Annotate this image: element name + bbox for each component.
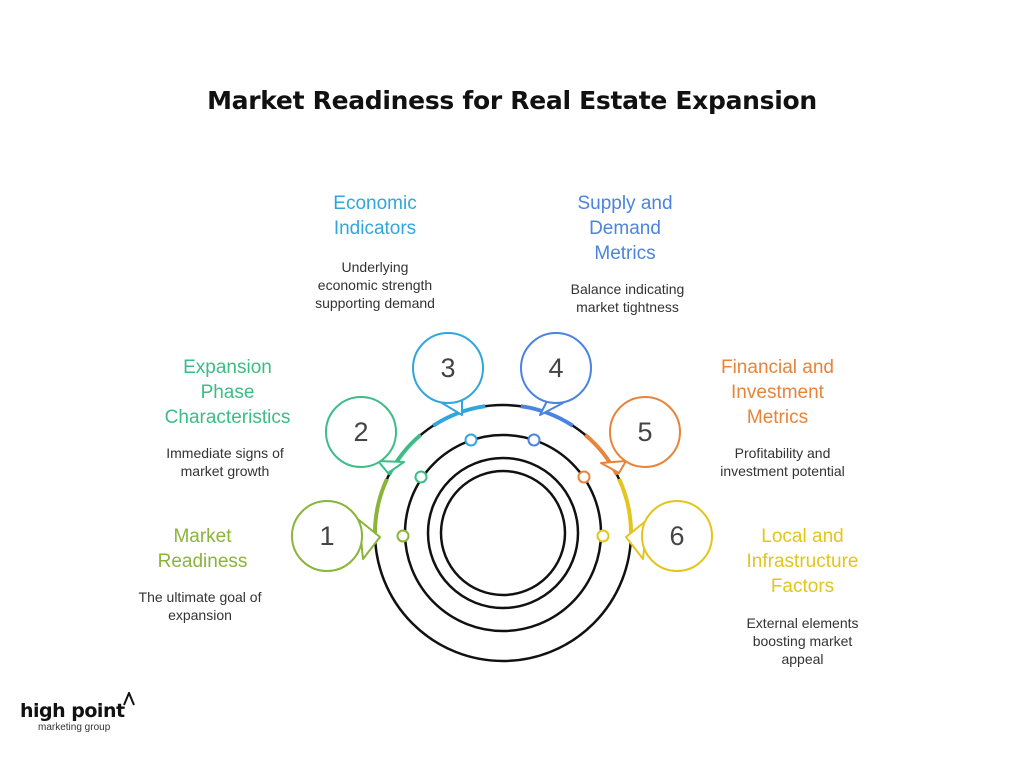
number-bubble-1: 1 — [291, 500, 381, 572]
colored-arc-segments — [373, 404, 633, 534]
item-heading-5: Financial and Investment Metrics — [720, 357, 835, 428]
item-heading-4: Supply and Demand Metrics — [577, 193, 673, 264]
logo-mark-icon — [123, 692, 135, 706]
item-description-5: Profitability and investment potential — [720, 445, 845, 479]
item-heading-2: Expansion Phase Characteristics — [164, 357, 291, 428]
ring-marker-6 — [596, 529, 610, 543]
number-bubble-6: 6 — [625, 500, 713, 572]
number-bubbles: 1 2 3 4 5 6 — [291, 332, 713, 572]
bubble-number: 1 — [319, 521, 334, 551]
item-description-3: Underlying economic strength supporting … — [315, 259, 435, 311]
middle-ring — [403, 433, 603, 633]
bubble-number: 2 — [353, 417, 368, 447]
arc-segment-5 — [584, 433, 619, 476]
number-bubble-5: 5 — [600, 396, 681, 474]
item-heading-6: Local and Infrastructure Factors — [746, 526, 859, 597]
ring-markers — [396, 433, 610, 543]
core-ring — [439, 469, 567, 597]
number-bubble-4: 4 — [520, 332, 592, 416]
ring-marker-4 — [527, 433, 541, 447]
inner-ring — [426, 456, 580, 610]
number-bubble-3: 3 — [412, 332, 484, 416]
logo-name: high point — [20, 700, 125, 722]
bubble-fill — [523, 335, 589, 401]
bubble-tail — [600, 460, 627, 474]
bubble-number: 6 — [669, 521, 684, 551]
item-heading-1: Market Readiness — [157, 526, 248, 572]
bubble-fill — [294, 503, 360, 569]
ring-marker-5 — [577, 470, 591, 484]
arc-segment-4 — [520, 404, 574, 428]
bubble-fill — [644, 503, 710, 569]
bubble-number: 4 — [548, 353, 563, 383]
ring-marker-2 — [414, 470, 428, 484]
arc-segment-6 — [617, 478, 633, 534]
bubble-fill — [612, 399, 678, 465]
ring-marker-3 — [464, 433, 478, 447]
item-heading-3: Economic Indicators — [333, 193, 417, 239]
item-description-4: Balance indicating market tightness — [570, 281, 685, 315]
number-bubble-2: 2 — [325, 396, 405, 474]
bubble-number: 3 — [440, 353, 455, 383]
item-description-1: The ultimate goal of expansion — [138, 589, 262, 623]
item-description-6: External elements boosting market appeal — [746, 615, 859, 667]
bubble-fill — [415, 335, 481, 401]
ring-marker-1 — [396, 529, 410, 543]
logo-subtitle: marketing group — [38, 722, 111, 733]
arc-segment-1 — [373, 478, 389, 534]
bubble-number: 5 — [637, 417, 652, 447]
diagram-title: Market Readiness for Real Estate Expansi… — [207, 86, 817, 115]
item-description-2: Immediate signs of market growth — [166, 445, 284, 479]
brand-logo: high point marketing group — [20, 700, 125, 734]
bubble-tail — [377, 460, 405, 474]
bubble-fill — [328, 399, 394, 465]
